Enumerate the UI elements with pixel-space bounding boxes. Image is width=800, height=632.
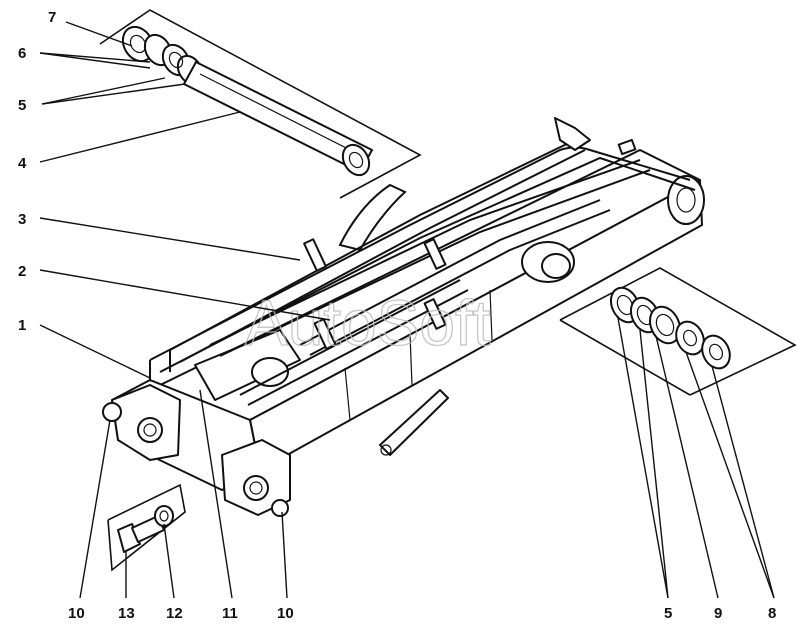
callout-9: 9 xyxy=(714,605,722,622)
leader-lines xyxy=(39,21,775,599)
callout-10-left: 10 xyxy=(68,605,85,622)
watermark: AutoSoft xyxy=(245,287,491,359)
boom-body xyxy=(102,149,705,517)
cylinder-kit-frame xyxy=(99,9,422,199)
bolt-kit-frame xyxy=(107,483,186,572)
callout-11: 11 xyxy=(222,605,238,622)
callout-labels: 7 6 5 4 3 2 1 10 13 12 11 10 5 9 8 xyxy=(18,9,776,622)
callout-8: 8 xyxy=(768,605,776,622)
callout-12: 12 xyxy=(166,605,183,622)
callout-4: 4 xyxy=(18,155,27,172)
callout-13: 13 xyxy=(118,605,135,622)
callout-5-top: 5 xyxy=(18,97,26,114)
callout-1: 1 xyxy=(18,317,26,334)
callout-6: 6 xyxy=(18,45,26,62)
callout-2: 2 xyxy=(18,263,26,280)
callout-7: 7 xyxy=(48,9,56,26)
callout-10-right: 10 xyxy=(277,605,294,622)
hydraulic-lines xyxy=(149,117,696,456)
callout-5-bottom: 5 xyxy=(664,605,672,622)
callout-3: 3 xyxy=(18,211,26,228)
bolt xyxy=(117,505,174,553)
cylinder-rod xyxy=(183,61,373,177)
bushing-rings xyxy=(609,286,731,370)
cylinder-seal-rings xyxy=(121,25,204,86)
